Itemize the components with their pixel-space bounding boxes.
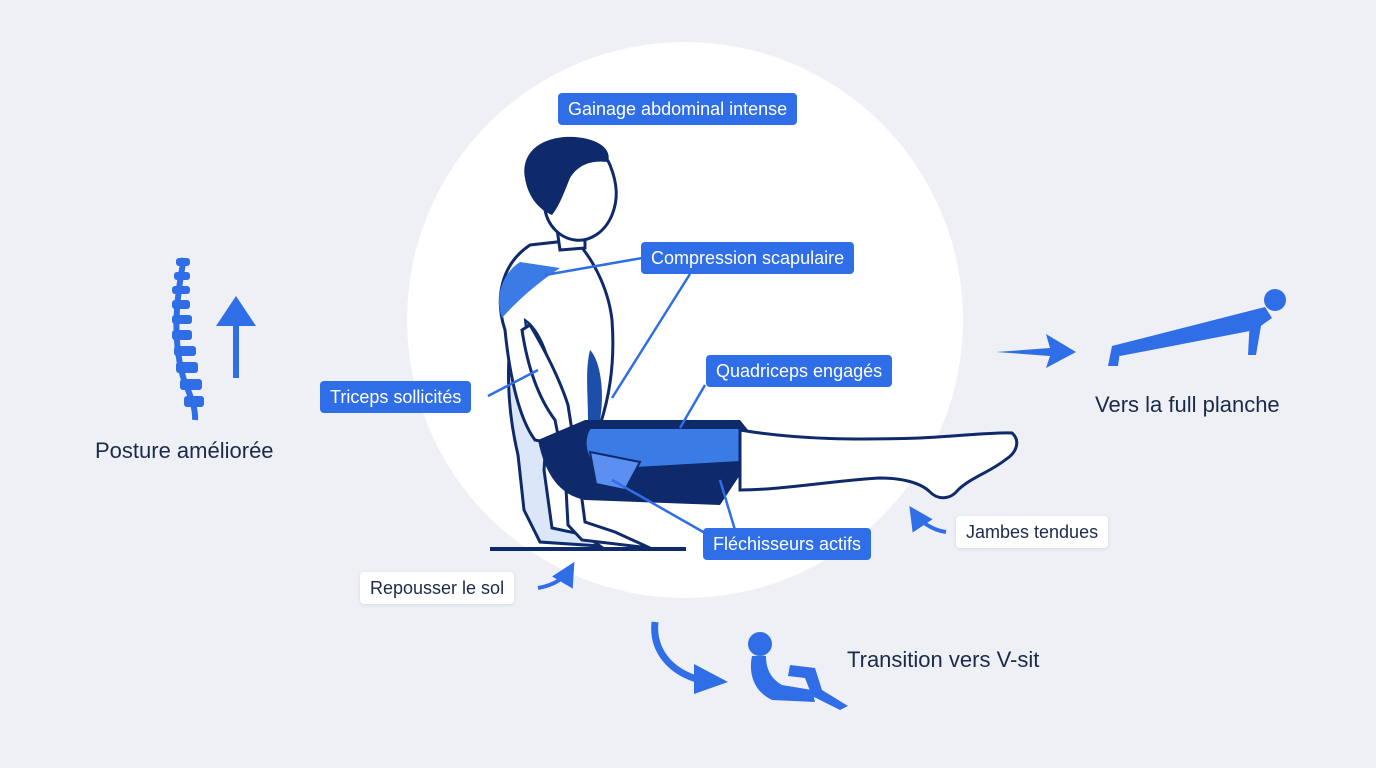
planche-figure-icon [1108,289,1286,366]
background-circle [407,42,963,598]
label-legs: Jambes tendues [956,516,1109,548]
athlete-figure [498,136,1019,550]
caption-planche: Vers la full planche [1095,392,1280,417]
hip-flexor-muscle [588,450,642,492]
label-core: Gainage abdominal intense [558,93,798,125]
callout-arrows [537,506,947,590]
caption-posture: Posture améliorée [95,438,274,463]
label-flexors: Fléchisseurs actifs [703,528,872,560]
up-arrow-icon [216,296,256,378]
spine-icon [172,257,204,421]
label-quads: Quadriceps engagés [706,355,893,387]
leader-lines [487,256,737,539]
label-scapula: Compression scapulaire [641,242,855,274]
curved-arrow-icon [651,621,728,694]
label-push: Repousser le sol [360,572,515,604]
vsit-figure-icon [748,632,848,710]
right-arrow-icon [996,334,1076,368]
caption-vsit: Transition vers V-sit [847,647,1040,672]
label-triceps: Triceps sollicités [320,381,472,413]
